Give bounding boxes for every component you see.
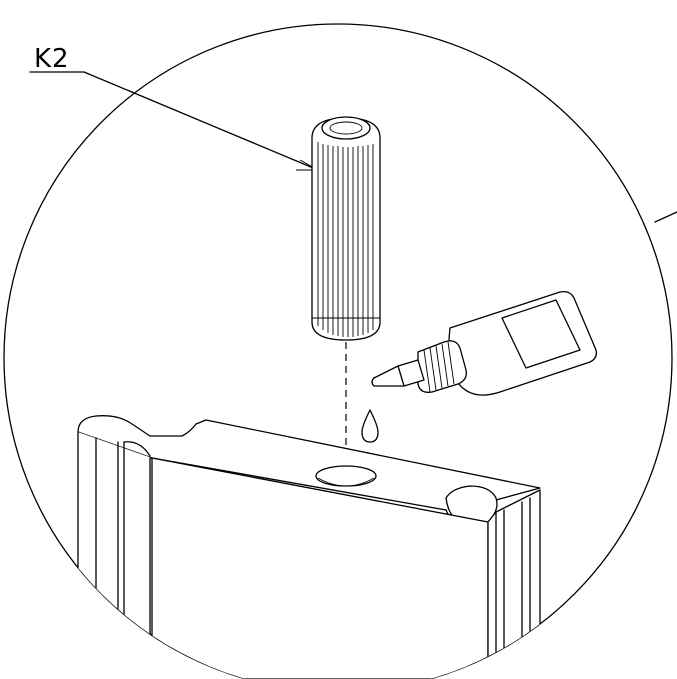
circle-leader-line bbox=[654, 211, 677, 223]
detail-circle bbox=[3, 23, 673, 679]
panel-board bbox=[77, 415, 541, 679]
glue-drop bbox=[361, 409, 379, 443]
glue-bottle bbox=[371, 290, 598, 396]
dowel-k2 bbox=[311, 116, 381, 341]
part-label-k2: K2 bbox=[34, 44, 70, 74]
